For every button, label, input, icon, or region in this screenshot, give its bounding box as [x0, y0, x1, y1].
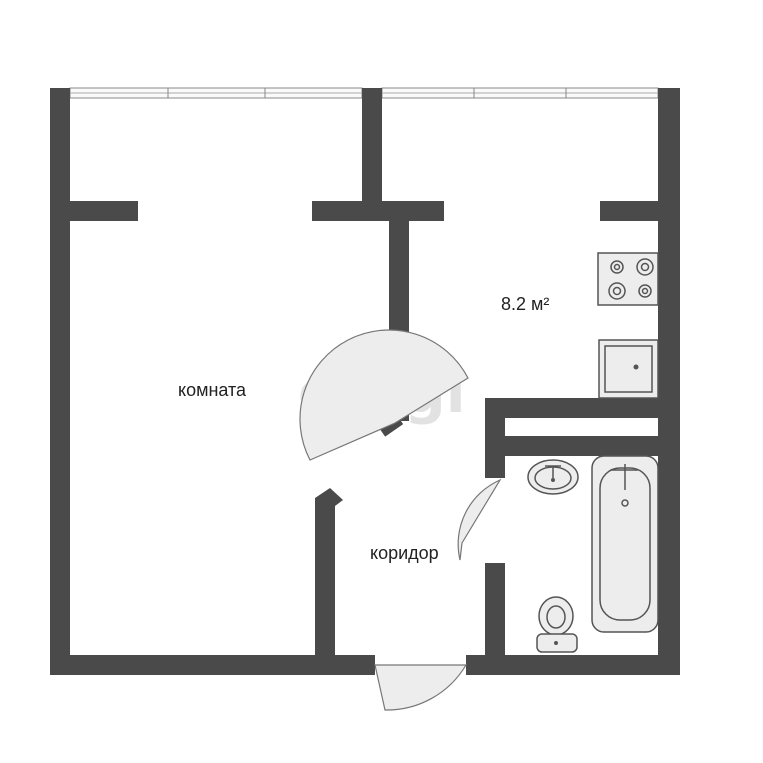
door-bathroom [457, 478, 502, 561]
room-label-komnata: комната [178, 380, 247, 400]
room-label-koridor: коридор [370, 543, 439, 563]
door-entrance [374, 664, 468, 711]
door-kitchen [299, 329, 469, 461]
doors [299, 329, 502, 711]
stove-icon [597, 252, 659, 306]
bathroom-sink-icon [527, 459, 579, 495]
walls [50, 88, 680, 675]
kitchen-sink-icon [598, 339, 659, 399]
room-label-kitchen-area: 8.2 м² [501, 294, 549, 314]
bathtub-icon [591, 455, 659, 633]
toilet-icon [536, 596, 578, 653]
